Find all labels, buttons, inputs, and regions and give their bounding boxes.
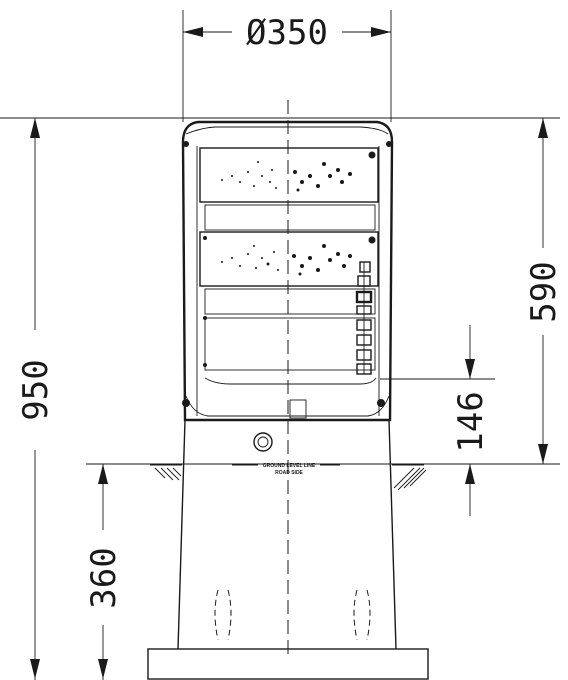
road-side-label: ROAD SIDE <box>275 470 303 476</box>
ground-hatch-icon <box>150 464 427 491</box>
circuit-board-upper <box>199 147 379 231</box>
foundation-slots <box>214 589 371 641</box>
ground-level-label-group: GROUND LEVEL LINE ROAD SIDE <box>232 463 340 476</box>
upper-height-label: 590 <box>524 261 564 322</box>
components-lower <box>221 244 352 276</box>
foundation-depth-label: 360 <box>84 547 124 608</box>
diameter-dimension: Ø350 <box>183 13 391 53</box>
total-height-dimension: 950 <box>16 118 56 680</box>
upper-height-dimension: 590 <box>524 118 564 464</box>
foundation-depth-dimension: 360 <box>84 464 124 680</box>
clearance-label: 146 <box>451 391 491 452</box>
lock-icon <box>253 432 273 452</box>
circuit-board-lower <box>199 231 379 385</box>
components-upper <box>221 161 352 192</box>
screw-icon <box>182 141 392 407</box>
lower-post <box>177 419 397 650</box>
extension-lines <box>0 10 560 465</box>
control-housing <box>181 120 394 422</box>
ground-level-label: GROUND LEVEL LINE <box>263 463 316 469</box>
diameter-label: Ø350 <box>246 13 328 53</box>
terminal-connectors <box>355 261 373 375</box>
clearance-dimension: 146 <box>451 325 491 516</box>
total-height-label: 950 <box>16 359 56 420</box>
